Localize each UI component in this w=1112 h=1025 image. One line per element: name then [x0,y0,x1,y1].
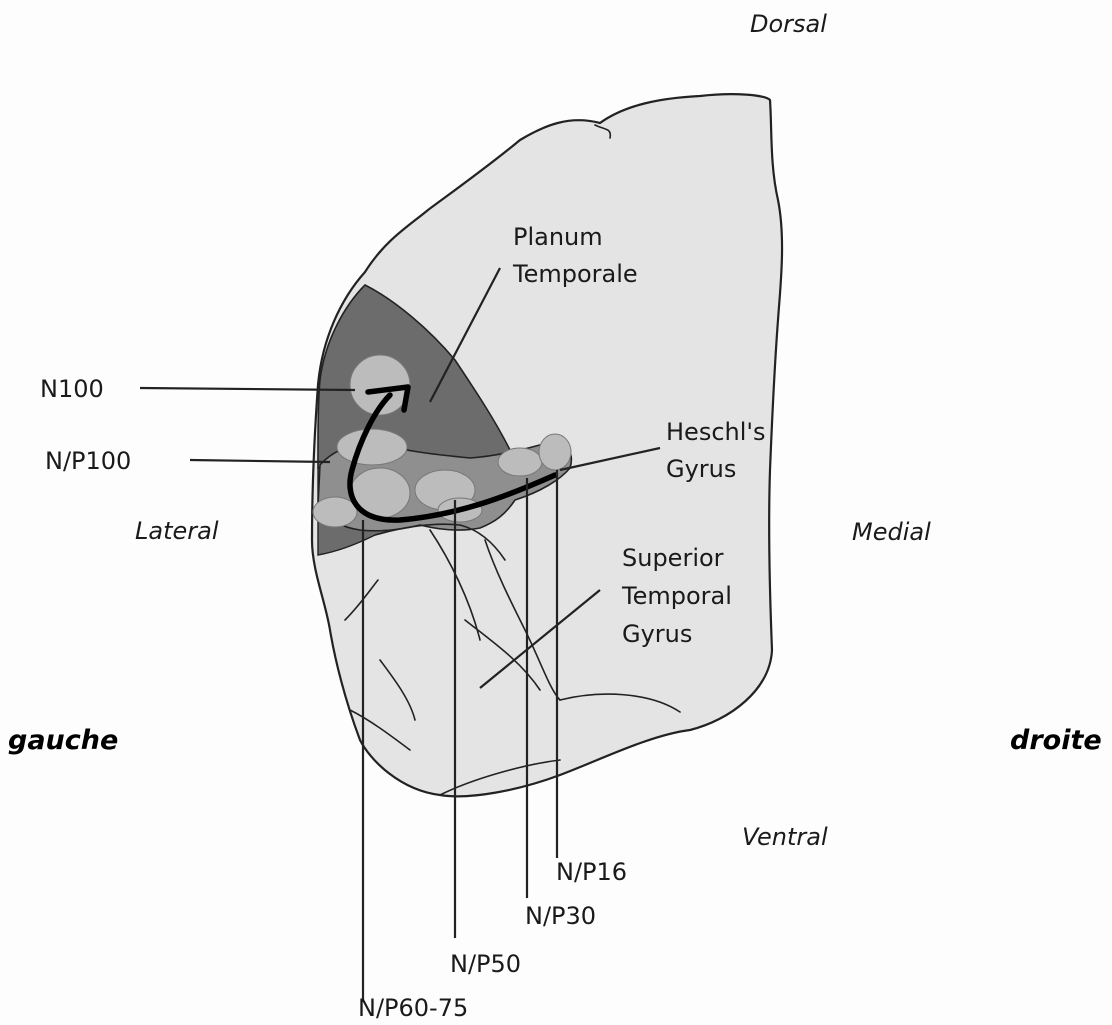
label-stg-3: Gyrus [622,620,692,648]
label-heschl-1: Heschl's [666,418,766,446]
label-stg-1: Superior [622,544,724,572]
label-n100: N100 [40,375,104,403]
label-np50: N/P50 [450,950,521,978]
label-gauche: gauche [8,725,118,756]
label-planum-1: Planum [513,223,603,251]
spot-lateral-b [313,497,357,527]
label-np100: N/P100 [45,447,131,475]
label-medial: Medial [852,518,931,546]
label-heschl-2: Gyrus [666,455,736,483]
label-stg-2: Temporal [621,582,732,610]
label-np60-75: N/P60-75 [358,994,468,1022]
label-droite: droite [1010,725,1102,756]
spot-medial-a [498,448,542,476]
np16-spot [539,434,571,470]
np100-leader [190,460,330,462]
label-lateral: Lateral [135,517,219,545]
label-ventral: Ventral [742,823,828,851]
label-np16: N/P16 [556,858,627,886]
label-planum-2: Temporale [512,260,638,288]
label-np30: N/P30 [525,902,596,930]
np100-spot [337,429,407,465]
label-dorsal: Dorsal [750,10,827,38]
